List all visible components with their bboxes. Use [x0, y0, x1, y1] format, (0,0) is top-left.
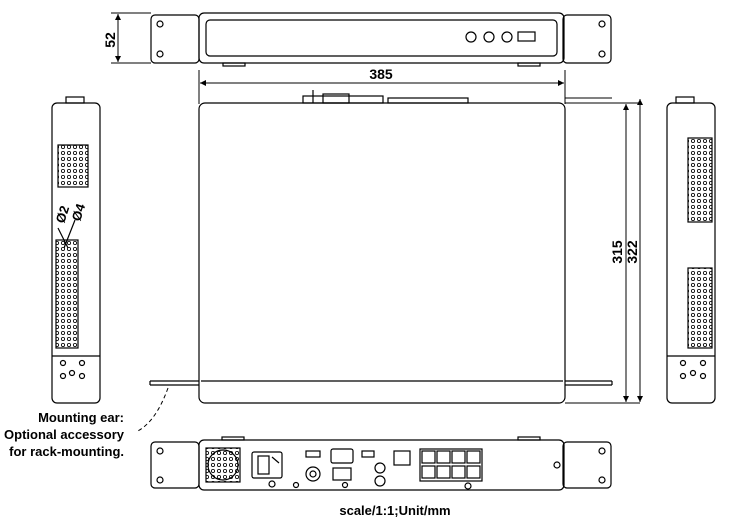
rear-connector-vga-top	[322, 93, 350, 104]
note-leader	[135, 387, 169, 433]
power-inlet	[251, 451, 283, 479]
audio-port	[305, 466, 321, 482]
rear-usb-port	[305, 450, 321, 458]
rear-view	[150, 436, 612, 491]
rear-connectors-top	[302, 95, 384, 104]
front-foot-left	[222, 62, 246, 67]
small-port	[361, 450, 375, 458]
top-chassis	[198, 102, 566, 404]
lan-port	[393, 450, 411, 466]
note-line-1: Mounting ear:	[38, 410, 124, 425]
vent-grille-right-bottom	[687, 267, 713, 349]
power-button	[465, 31, 477, 43]
width-label: 385	[369, 66, 393, 82]
depth-body-label: 315	[609, 240, 625, 264]
indicator-led-1	[483, 31, 495, 43]
front-left-ear	[150, 14, 200, 64]
rear-fan-grille	[205, 447, 241, 483]
indicator-led-2	[501, 31, 513, 43]
depth-total-label: 322	[624, 240, 640, 264]
rear-right-ear	[562, 441, 612, 489]
front-foot-right	[517, 62, 541, 67]
top-view	[149, 90, 613, 404]
vent-grille-right-top	[687, 137, 713, 223]
height-label: 52	[102, 32, 118, 48]
front-view	[150, 12, 612, 67]
vent-large-label: Ø4	[69, 201, 89, 223]
front-panel	[205, 19, 558, 57]
front-right-ear	[562, 14, 612, 64]
depth-dimensions	[565, 97, 643, 404]
rear-foot-right	[517, 436, 541, 441]
vent-grille-left	[55, 239, 79, 349]
front-chassis	[198, 12, 565, 64]
height-dimension	[111, 12, 151, 64]
ground-screw	[268, 480, 276, 488]
poe-ports	[419, 448, 483, 482]
note-line-3: for rack-mounting.	[9, 444, 124, 459]
vent-small-label: Ø2	[53, 204, 73, 225]
rear-chassis	[198, 439, 565, 491]
left-side-view	[51, 96, 101, 404]
hdmi-port	[332, 467, 352, 481]
right-side-view	[666, 96, 716, 404]
note-line-2: Optional accessory	[4, 427, 125, 442]
vga-port	[330, 448, 354, 464]
rear-left-ear	[150, 441, 200, 489]
rear-connector-strip-top	[387, 97, 469, 104]
usb-port	[517, 31, 536, 42]
rear-foot-left	[221, 436, 245, 441]
fan-grille-left	[57, 144, 89, 188]
scale-label: scale/1:1;Unit/mm	[339, 503, 450, 518]
